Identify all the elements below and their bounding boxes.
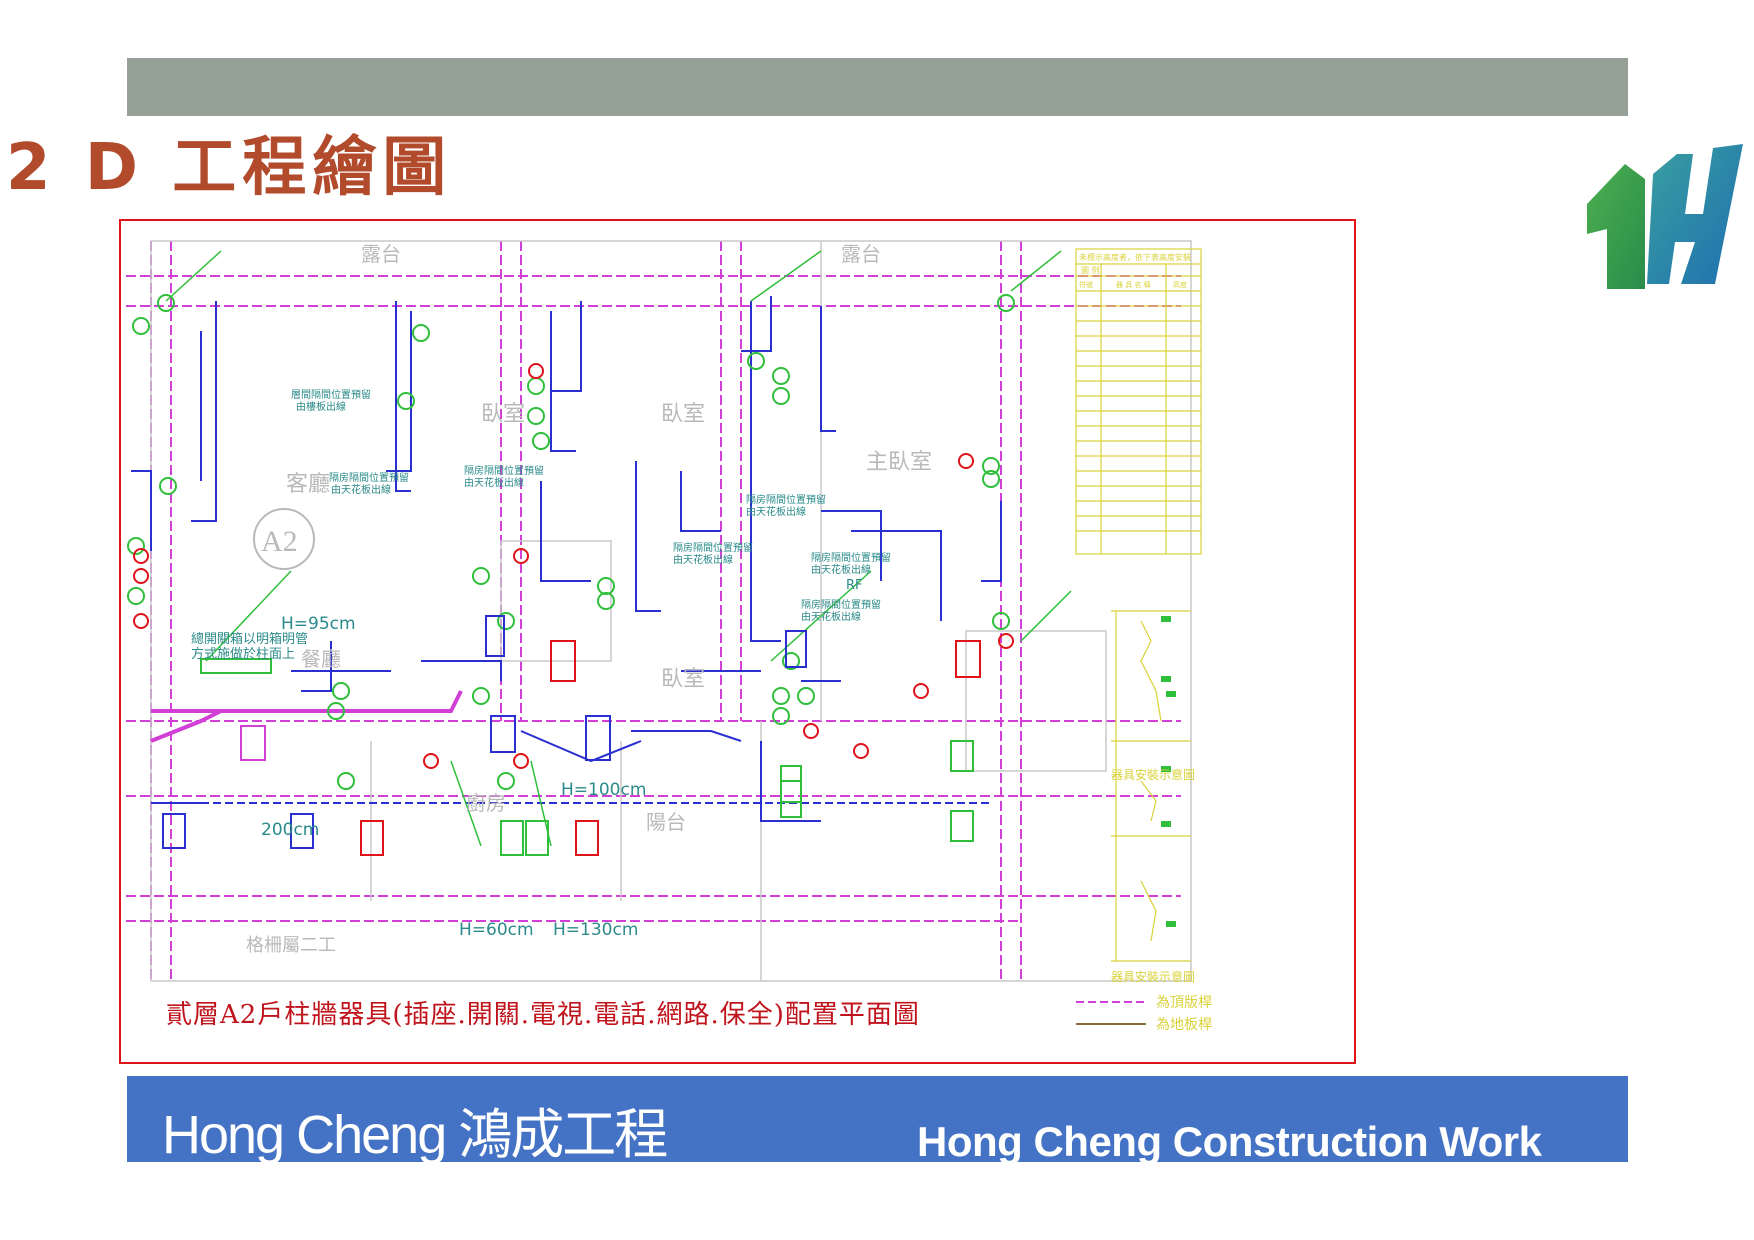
legend-detail-1: 器具安裝示意圖 <box>1111 767 1195 782</box>
room-dining: 餐廳 <box>301 647 341 671</box>
note-ceiling-3: 隔房隔間位置預留 <box>673 541 753 554</box>
room-bedroom-1: 臥室 <box>481 402 525 427</box>
footer-company-name: Hong Cheng 鴻成工程 <box>162 1105 668 1162</box>
note-ceiling-6: 隔房隔間位置預留 <box>801 598 881 611</box>
height-h60: H=60cm <box>459 920 534 940</box>
height-h200: 200cm <box>261 820 319 840</box>
note-ceiling-6b: 由天花板出線 <box>801 610 861 623</box>
legend-header: 未標示高度者，依下表高度安裝 <box>1079 252 1191 262</box>
unit-label: A2 <box>261 525 298 558</box>
room-kitchen: 廚房 <box>466 791 506 815</box>
room-grille: 格柵屬二工 <box>246 935 336 956</box>
legend-col-name: 器 具 名 稱 <box>1116 280 1151 289</box>
note-ceiling-3b: 由天花板出線 <box>673 553 733 566</box>
plan-caption: 貳層A2戶柱牆器具(插座.開關.電視.電話.網路.保全)配置平面圖 <box>166 1000 920 1030</box>
room-balcony-left: 露台 <box>361 242 401 266</box>
room-balcony-right: 露台 <box>841 242 881 266</box>
footer-company-english: Hong Cheng Construction Work <box>917 1118 1542 1162</box>
legend-line-top: 為頂版桿 <box>1156 995 1212 1011</box>
legend-detail-2: 器具安裝示意圖 <box>1111 969 1195 984</box>
floor-plan-svg: 露台 露台 客廳 臥室 臥室 主臥室 臥室 廚房 陽台 餐廳 格柵屬二工 A2 … <box>126 240 1212 1033</box>
note-ceiling-5: 隔房隔間位置預留 <box>811 551 891 564</box>
note-main-box-b: 方式施做於柱面上 <box>191 646 295 662</box>
legend-title: 圖 例 <box>1081 265 1100 275</box>
room-bedroom-3: 臥室 <box>661 667 705 692</box>
unit-marker-circle <box>253 508 315 570</box>
legend-col-height: 高度 <box>1173 280 1187 289</box>
room-bedroom-2: 臥室 <box>661 402 705 427</box>
note-ceiling-4b: 由天花板出線 <box>746 505 806 518</box>
note-main-box: 總開關箱以明箱明管 <box>191 631 308 647</box>
height-h130: H=130cm <box>553 920 638 940</box>
note-slab-1: 層間隔間位置預留 <box>291 388 371 401</box>
header-bar <box>127 58 1628 116</box>
logo-icon <box>1587 144 1743 289</box>
height-h100: H=100cm <box>561 780 646 800</box>
note-ceiling-4: 隔房隔間位置預留 <box>746 493 826 506</box>
room-master: 主臥室 <box>866 450 932 475</box>
room-living: 客廳 <box>286 472 330 497</box>
note-ceiling-2: 隔房隔間位置預留 <box>464 464 544 477</box>
note-ceiling-1: 隔房隔間位置預留 <box>329 471 409 484</box>
note-ceiling-1b: 由天花板出線 <box>331 483 391 496</box>
note-ceiling-5b: 由天花板出線 <box>811 563 871 576</box>
note-rf: RF <box>846 578 863 593</box>
legend-col-symbol: 符號 <box>1079 280 1093 289</box>
note-slab-1b: 由樓板出線 <box>296 400 346 413</box>
footer-bar: Hong Cheng 鴻成工程 Hong Cheng Construction … <box>127 1076 1628 1162</box>
page-title: 2 D 工程繪圖 <box>6 131 453 205</box>
height-h95: H=95cm <box>281 614 356 634</box>
note-ceiling-2b: 由天花板出線 <box>464 476 524 489</box>
room-yard: 陽台 <box>646 810 686 834</box>
legend-line-floor: 為地板桿 <box>1156 1017 1212 1033</box>
floor-plan-drawing: 露台 露台 客廳 臥室 臥室 主臥室 臥室 廚房 陽台 餐廳 格柵屬二工 A2 … <box>119 219 1356 1064</box>
company-logo <box>1585 134 1745 289</box>
